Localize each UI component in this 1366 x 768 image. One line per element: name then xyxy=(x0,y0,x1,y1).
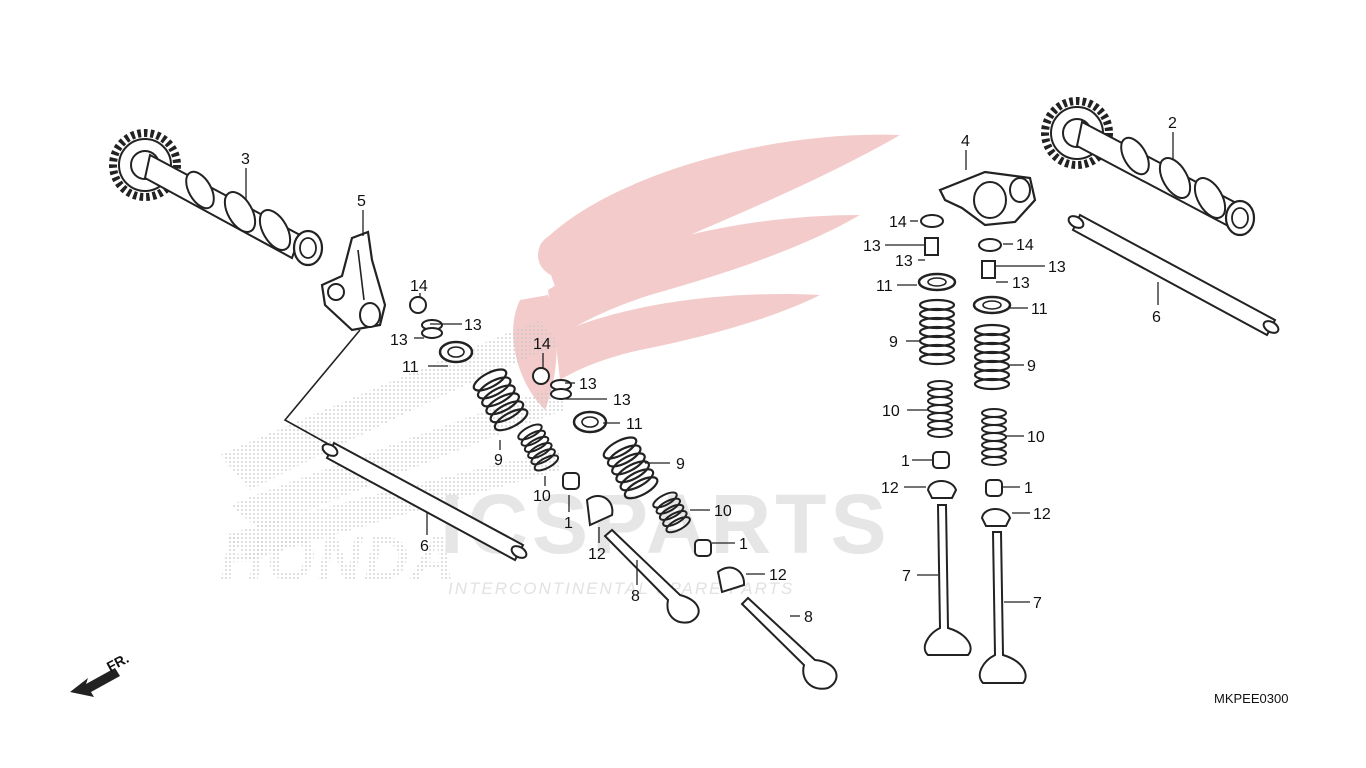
callout-label: 1 xyxy=(739,536,748,553)
callout-label: 8 xyxy=(804,609,813,626)
callout-label: 13 xyxy=(579,376,597,393)
front-direction-indicator: FR. xyxy=(70,650,131,697)
callout-label: 10 xyxy=(714,503,732,520)
callout-label: 13 xyxy=(1048,259,1066,276)
callout-labels: 3 5 14 13 13 11 9 10 1 12 6 14 13 13 11 … xyxy=(241,115,1177,626)
camshaft-right xyxy=(1041,97,1256,237)
callout-label: 12 xyxy=(1033,506,1051,523)
callout-label: 9 xyxy=(676,456,685,473)
wing-logo xyxy=(513,134,900,410)
callout-label: 8 xyxy=(631,588,640,605)
callout-label: 14 xyxy=(1016,237,1034,254)
callout-label: 1 xyxy=(901,453,910,470)
callout-label: 14 xyxy=(410,278,428,295)
callout-label: 11 xyxy=(876,278,893,295)
callout-label: 7 xyxy=(902,568,911,585)
watermark: HONDA ICSPARTS INTERCONTINENTAL SPARE PA… xyxy=(220,134,900,598)
callout-label: 6 xyxy=(420,538,429,555)
callout-label: 13 xyxy=(464,317,482,334)
callout-label: 14 xyxy=(889,214,907,231)
rocker-shaft-right xyxy=(1067,213,1280,337)
callout-label: 12 xyxy=(881,480,899,497)
callout-label: 9 xyxy=(1027,358,1036,375)
callout-label: 7 xyxy=(1033,595,1042,612)
direction-label: FR. xyxy=(104,650,131,675)
rocker-shaft-left xyxy=(283,329,528,562)
diagram-code: MKPEE0300 xyxy=(1214,691,1288,706)
watermark-tagline: INTERCONTINENTAL SPARE PARTS xyxy=(448,579,794,598)
callout-label: 11 xyxy=(1031,301,1048,318)
callout-label: 1 xyxy=(564,515,573,532)
valve-train-right-a xyxy=(917,214,972,656)
callout-label: 12 xyxy=(588,546,606,563)
callout-label: 10 xyxy=(882,403,900,420)
callout-label: 13 xyxy=(390,332,408,349)
callout-label: 11 xyxy=(402,359,419,376)
arrow-left-icon xyxy=(70,668,120,697)
callout-label: 6 xyxy=(1152,309,1161,326)
dotted-wing xyxy=(220,320,565,560)
callout-label: 11 xyxy=(626,416,643,433)
callout-label: 14 xyxy=(533,336,551,353)
callout-label: 10 xyxy=(533,488,551,505)
callout-label: 10 xyxy=(1027,429,1045,446)
rocker-arm-right xyxy=(938,170,1037,227)
callout-label: 13 xyxy=(895,253,913,270)
callout-label: 4 xyxy=(961,133,970,150)
callout-label: 13 xyxy=(1012,275,1030,292)
callout-label: 12 xyxy=(769,567,787,584)
callout-label: 13 xyxy=(613,392,631,409)
callout-label: 5 xyxy=(357,193,366,210)
camshaft-left xyxy=(109,129,324,267)
callout-label: 3 xyxy=(241,151,250,168)
rocker-arm-left xyxy=(320,230,387,332)
callout-label: 9 xyxy=(494,452,503,469)
callout-label: 1 xyxy=(1024,480,1033,497)
callout-label: 9 xyxy=(889,334,898,351)
callout-label: 13 xyxy=(863,238,881,255)
valve-train-right-b xyxy=(972,238,1027,684)
watermark-maker: HONDA xyxy=(220,525,457,594)
callout-label: 2 xyxy=(1168,115,1177,132)
leader-lines xyxy=(245,132,1174,617)
valve-train-left-a xyxy=(409,296,700,624)
